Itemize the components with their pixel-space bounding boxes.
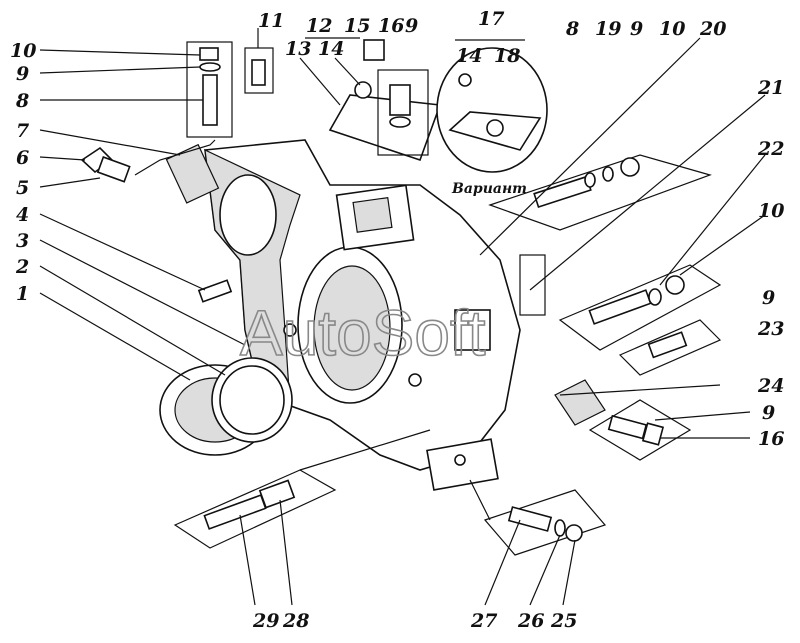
callout: 22 [757,138,784,160]
callout: 2 [15,256,29,278]
callout: 25 [550,610,577,632]
seal-rings [159,357,293,456]
left-callouts: 10 9 8 7 6 5 4 3 2 1 [10,40,36,305]
callout: 12 [306,15,332,37]
callout: 10 [758,200,784,222]
callout: 21 [757,77,784,99]
bottom-callouts: 29 28 27 26 25 [252,610,577,632]
callout: 18 [494,45,520,67]
callout: 27 [470,610,497,632]
callout: 7 [16,120,29,142]
callout: 29 [252,610,279,632]
callout: 13 [285,38,311,60]
callout: 9 [762,287,775,309]
cover-plates [328,39,548,173]
callout: 10 [659,18,685,40]
callout: 3 [16,230,29,252]
bottom-parts [173,469,607,556]
callout: 14 [318,38,344,60]
callout: 4 [16,204,29,226]
left-parts [80,41,274,303]
callout: 6 [16,147,29,169]
callout: 26 [517,610,544,632]
watermark: AutoSoft [240,297,486,369]
callout: 8 [565,18,579,40]
callout: 9 [16,63,29,85]
callout: 15 [344,15,370,37]
callout: 23 [757,318,784,340]
callout: 11 [258,10,284,32]
callout: 8 [15,90,29,112]
callout: 9 [762,402,775,424]
callout: 20 [699,18,726,40]
variant-label: Вариант [451,181,527,197]
callout: 28 [282,610,309,632]
callout: 5 [16,177,29,199]
callout: 10 [10,40,36,62]
callout: 14 [456,45,482,67]
right-parts [488,154,722,461]
callout: 17 [478,8,504,30]
callout: 9 [630,18,643,40]
callout: 9 [405,15,418,37]
right-callouts: 8 19 9 10 20 21 22 10 9 23 24 9 16 [565,18,784,450]
callout: 16 [378,15,404,37]
callout: 19 [595,18,621,40]
leader-lines [39,28,766,606]
callout: 24 [757,375,784,397]
callout: 16 [758,428,784,450]
top-callouts: 11 12 15 16 9 13 14 17 14 18 Вариант [258,8,527,197]
callout: 1 [16,283,29,305]
